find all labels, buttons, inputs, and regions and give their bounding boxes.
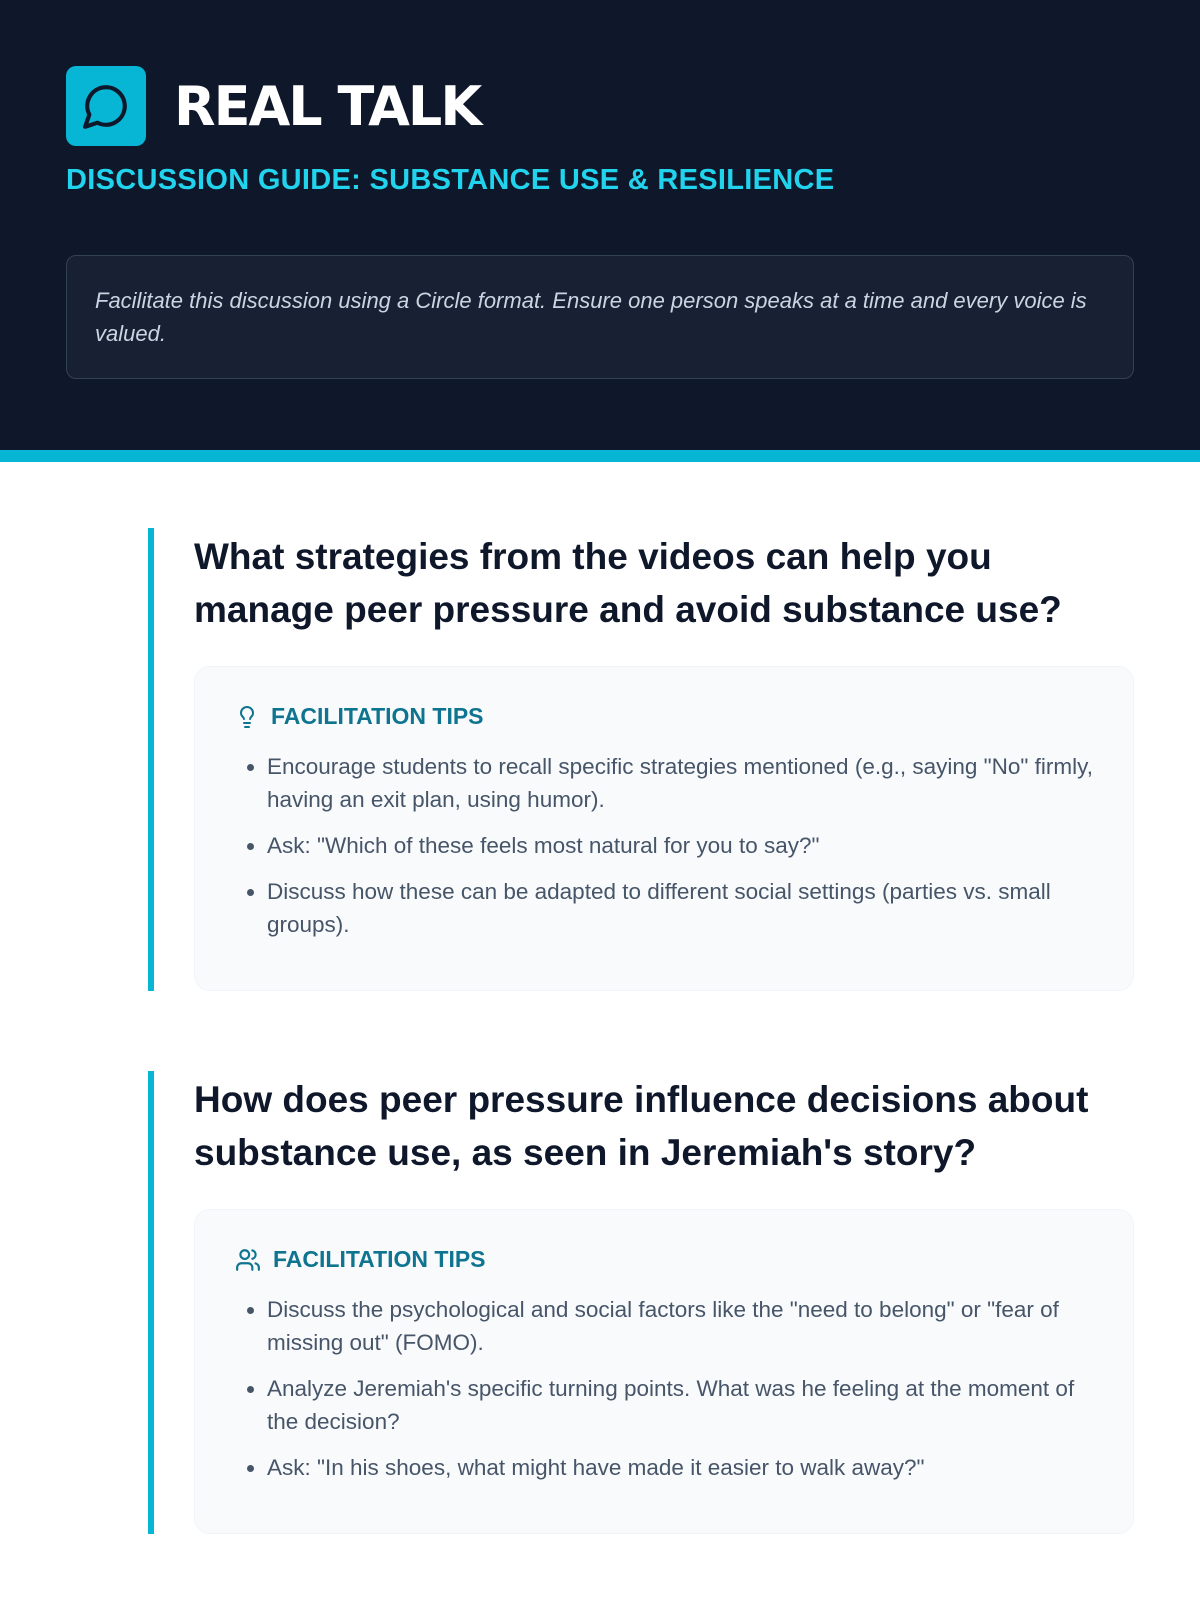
- lightbulb-icon: [240, 705, 254, 728]
- question-title: How does peer pressure influence decisio…: [194, 1079, 1089, 1173]
- page-subtitle: DISCUSSION GUIDE: SUBSTANCE USE & RESILI…: [66, 164, 835, 196]
- tips-label: FACILITATION TIPS: [271, 703, 484, 729]
- brand: REAL TALK: [66, 66, 1134, 146]
- tip-item: Encourage students to recall specific st…: [267, 750, 1093, 816]
- facilitation-tips-card: FACILITATION TIPS Discuss the psychologi…: [194, 1209, 1134, 1534]
- tips-label: FACILITATION TIPS: [273, 1246, 486, 1272]
- tips-list: Encourage students to recall specific st…: [235, 750, 1093, 941]
- tip-item: Ask: "Which of these feels most natural …: [267, 829, 1093, 862]
- facilitator-note: Facilitate this discussion using a Circl…: [66, 255, 1134, 379]
- tip-item: Ask: "In his shoes, what might have made…: [267, 1451, 1093, 1484]
- content: What strategies from the videos can help…: [0, 462, 1200, 1534]
- facilitation-tips-card: FACILITATION TIPS Encourage students to …: [194, 666, 1134, 991]
- accent-divider: [0, 450, 1200, 462]
- users-icon: [236, 1248, 260, 1271]
- tip-item: Discuss how these can be adapted to diff…: [267, 875, 1093, 941]
- question-section: How does peer pressure influence decisio…: [148, 1071, 1134, 1534]
- tip-item: Analyze Jeremiah's specific turning poin…: [267, 1372, 1093, 1438]
- question-section: What strategies from the videos can help…: [148, 528, 1134, 991]
- question-title: What strategies from the videos can help…: [194, 536, 1062, 630]
- tip-item: Discuss the psychological and social fac…: [267, 1293, 1093, 1359]
- tips-header: FACILITATION TIPS: [235, 1246, 1093, 1273]
- header: REAL TALK DISCUSSION GUIDE: SUBSTANCE US…: [0, 0, 1200, 450]
- chat-bubble-icon: [66, 66, 146, 146]
- brand-title: REAL TALK: [174, 74, 482, 138]
- tips-header: FACILITATION TIPS: [235, 703, 1093, 730]
- tips-list: Discuss the psychological and social fac…: [235, 1293, 1093, 1484]
